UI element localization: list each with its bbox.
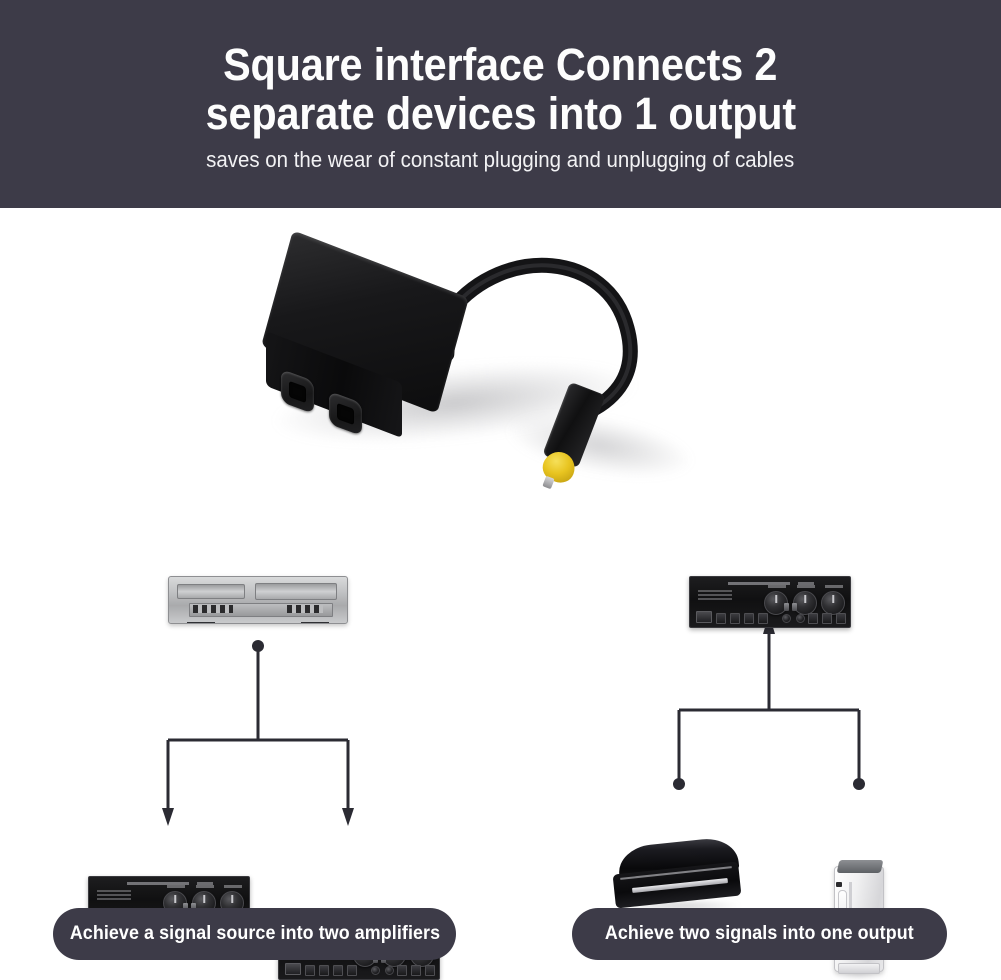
amp3-btn-4[interactable]	[758, 613, 768, 624]
amp3-btn-7[interactable]	[836, 613, 846, 624]
amp3-model-text	[798, 582, 814, 585]
optical-cable	[443, 257, 638, 422]
amp3-knob-label-3	[825, 585, 843, 588]
caption-pill-left: Achieve a signal source into two amplifi…	[53, 908, 456, 960]
amp1-knob-label-2	[196, 885, 214, 888]
amp1-switch-2[interactable]	[191, 903, 196, 911]
device-amplifier-output	[689, 576, 851, 628]
vcr-button-row-left	[193, 605, 233, 613]
caption-left-text: Achieve a signal source into two amplifi…	[69, 923, 440, 944]
product-photo-area	[0, 208, 1001, 558]
amp3-jack-group	[782, 614, 805, 623]
vcr-disc-slot	[255, 583, 337, 600]
amp3-jack-2[interactable]	[796, 614, 805, 623]
optical-splitter-product	[255, 218, 725, 548]
vcr-button-row-right	[287, 605, 323, 613]
amp3-switch-2[interactable]	[792, 603, 797, 611]
amp3-spec-text	[698, 590, 732, 601]
flow-target-dot-right	[853, 778, 865, 790]
amp1-switch-1[interactable]	[183, 903, 188, 911]
flow-arrow-left	[162, 808, 174, 826]
caption-pill-right: Achieve two signals into one output	[572, 908, 947, 960]
caption-row: Achieve a signal source into two amplifi…	[0, 908, 1001, 974]
diagram-two-sources-one-output	[501, 558, 1001, 979]
amp3-button-bank-right	[808, 613, 851, 624]
headline-line-2: separate devices into 1 output	[205, 87, 796, 139]
amp1-spec-text	[97, 890, 131, 901]
header-subtitle: saves on the wear of constant plugging a…	[206, 147, 795, 173]
amp3-btn-3[interactable]	[744, 613, 754, 624]
amp3-display	[696, 611, 712, 623]
amp3-knob-3[interactable]	[821, 591, 845, 615]
amp1-model-text	[197, 882, 213, 885]
xbox-top-cap	[836, 860, 884, 873]
header-banner: Square interface Connects 2 separate dev…	[0, 0, 1001, 208]
flow-source-dot	[252, 640, 264, 652]
usage-diagrams	[0, 558, 1001, 980]
amp3-button-bank-left	[716, 613, 768, 624]
amp3-btn-6[interactable]	[822, 613, 832, 624]
amp1-knob-label-1	[167, 885, 185, 888]
device-dvd-vcr-player	[168, 576, 348, 624]
diagram-one-source-two-amps	[0, 558, 500, 980]
amp3-btn-5[interactable]	[808, 613, 818, 624]
amp3-btn-8[interactable]	[850, 613, 851, 624]
amp3-brand-text	[728, 582, 790, 585]
vcr-foot-left	[187, 622, 215, 623]
amp1-brand-text	[127, 882, 189, 885]
amp3-jack-1[interactable]	[782, 614, 791, 623]
flow-lines-split	[162, 640, 354, 826]
amp3-knob-label-2	[797, 585, 815, 588]
amp3-switch-1[interactable]	[784, 603, 789, 611]
device-playstation-3	[612, 835, 742, 912]
amp3-btn-2[interactable]	[730, 613, 740, 624]
flow-target-dot-left	[673, 778, 685, 790]
xbox-memory-port	[836, 882, 842, 887]
amp3-knob-label-1	[768, 585, 786, 588]
vcr-tape-slot	[177, 584, 245, 599]
port-2-aperture	[337, 402, 354, 425]
vcr-foot-right	[301, 622, 329, 623]
headline-line-1: Square interface Connects 2	[223, 38, 778, 90]
amp3-knob-2[interactable]	[793, 591, 817, 615]
caption-right-text: Achieve two signals into one output	[605, 923, 914, 944]
port-1-aperture	[289, 380, 306, 403]
amp3-btn-1[interactable]	[716, 613, 726, 624]
amp1-knob-label-3	[224, 885, 242, 888]
flow-arrow-right	[342, 808, 354, 826]
